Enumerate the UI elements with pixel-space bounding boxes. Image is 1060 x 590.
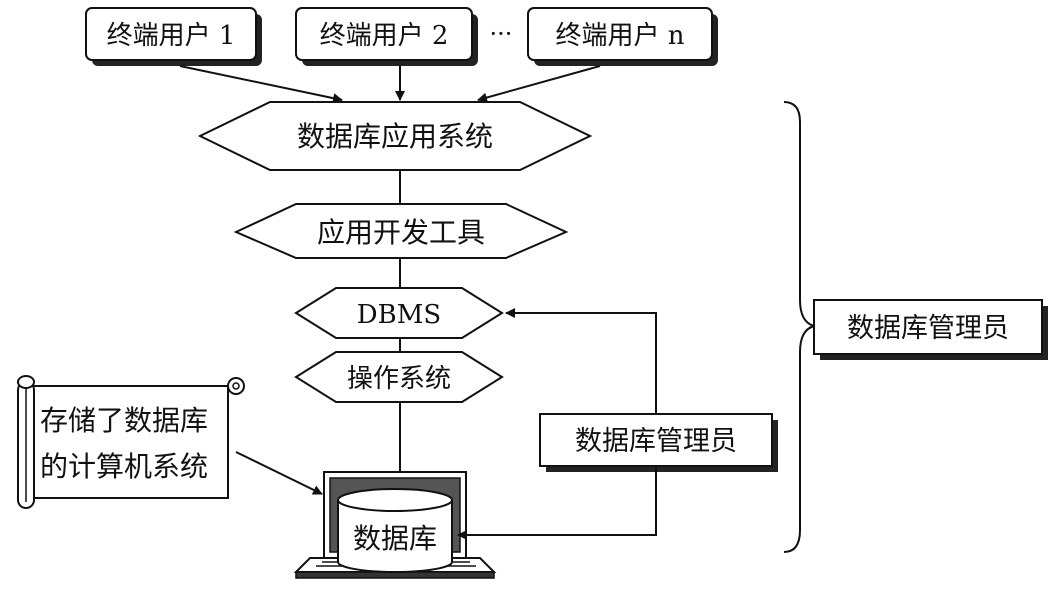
dba-outer-label: 数据库管理员 (847, 313, 1009, 344)
dba-inner-label: 数据库管理员 (575, 426, 737, 457)
dbms-label: DBMS (357, 300, 441, 330)
dba-outer-box: 数据库管理员 (813, 299, 1048, 360)
arrow-dba-to-dbms (505, 308, 657, 414)
database-application-system: 数据库应用系统 (197, 101, 593, 171)
arrow-user1-to-app (179, 65, 343, 104)
end-user-2-box: 终端用户 2 (295, 7, 478, 66)
arrow-scroll-to-computer (235, 451, 323, 495)
end-user-1-box: 终端用户 1 (85, 7, 262, 66)
scroll-text-line-1: 存储了数据库 (40, 404, 208, 437)
database-cylinder: 数据库 (337, 488, 453, 573)
app-system-label: 数据库应用系统 (297, 120, 493, 153)
operating-system: 操作系统 (294, 351, 504, 403)
end-user-n-label: 终端用户 n (555, 21, 684, 51)
database-label: 数据库 (353, 522, 437, 555)
os-label: 操作系统 (347, 364, 451, 394)
arrow-dba-to-database (457, 466, 657, 540)
users-ellipsis: ··· (490, 20, 513, 48)
end-user-1-label: 终端用户 1 (107, 21, 236, 51)
dba-inner-box: 数据库管理员 (539, 413, 778, 472)
computer-system-scroll: 存储了数据库 的计算机系统 (17, 375, 245, 509)
computer-with-database: 数据库 (293, 471, 497, 579)
end-user-n-box: 终端用户 n (527, 7, 718, 66)
right-brace (783, 101, 818, 553)
application-development-tools: 应用开发工具 (233, 203, 569, 259)
arrow-usern-to-app (477, 65, 601, 103)
end-user-2-label: 终端用户 2 (320, 21, 449, 51)
scroll-text-line-2: 的计算机系统 (40, 450, 208, 483)
dbms: DBMS (294, 287, 504, 339)
dev-tools-label: 应用开发工具 (317, 216, 485, 249)
